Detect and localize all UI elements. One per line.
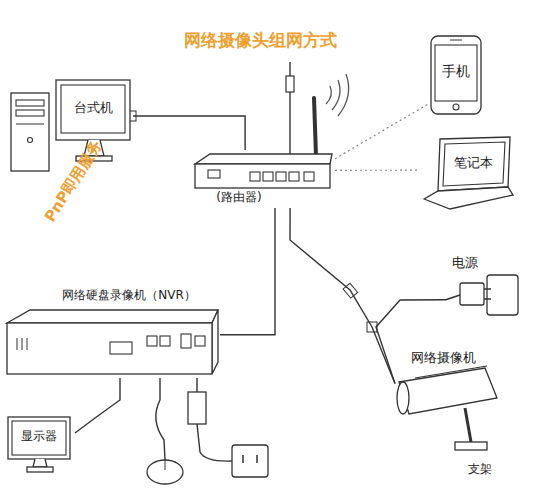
diagram-title: 网络摄像头组网方式	[120, 30, 400, 50]
part-label: 支架	[458, 462, 502, 476]
shape-rect	[460, 283, 484, 305]
shape-svg	[395, 350, 505, 455]
shape-rect	[455, 442, 487, 450]
shape-rect	[276, 172, 286, 181]
power-outlet: 电源	[445, 255, 520, 325]
shape-rect	[12, 421, 66, 455]
node-label: 网络摄像机	[397, 350, 489, 366]
laptop: 笔记本	[420, 135, 515, 215]
shape-path	[438, 137, 510, 191]
shape-rect	[181, 334, 191, 348]
shape-svg	[8, 78, 133, 173]
shape-path	[424, 187, 513, 209]
mobile-phone: 手机	[430, 35, 482, 115]
shape-path	[212, 310, 218, 374]
shape-rect	[286, 76, 294, 92]
shape-line	[445, 295, 460, 300]
shape-ellipse	[397, 382, 409, 414]
shape-path	[197, 424, 232, 461]
shape-line	[17, 338, 18, 350]
wireless-link	[335, 103, 430, 159]
shape-line	[22, 338, 23, 350]
shape-path	[195, 154, 332, 164]
shape-rect	[431, 36, 481, 114]
shape-path	[332, 80, 340, 110]
cable-line	[220, 208, 275, 335]
node-label: (路由器)	[208, 190, 270, 204]
shape-circle	[28, 138, 33, 143]
cable-line	[290, 208, 395, 384]
shape-rect	[195, 164, 330, 188]
shape-ellipse	[147, 460, 183, 484]
shape-rect	[27, 467, 53, 472]
shape-line	[484, 288, 491, 290]
shape-path	[326, 86, 331, 104]
node-label: 网络硬盘录像机（NVR）	[43, 288, 215, 302]
network-camera: 网络摄像机	[395, 350, 505, 455]
shape-path	[415, 366, 487, 378]
shape-rect	[263, 172, 273, 181]
shape-rect	[195, 336, 205, 346]
shape-rect	[7, 323, 212, 374]
shape-path	[338, 74, 349, 116]
shape-path	[399, 368, 497, 414]
shape-svg	[420, 135, 515, 215]
shape-line	[16, 124, 44, 125]
shape-line	[289, 62, 290, 76]
shape-line	[484, 298, 491, 300]
shape-line	[242, 455, 244, 463]
cable-line	[75, 378, 120, 433]
node-label: 手机	[435, 63, 477, 80]
shape-rect	[56, 80, 130, 140]
node-label: 显示器	[11, 429, 67, 443]
shape-line	[450, 40, 462, 41]
shape-line	[165, 460, 166, 470]
shape-svg	[5, 415, 75, 475]
nvr-recorder: 网络硬盘录像机（NVR）	[5, 288, 220, 378]
shape-svg	[190, 150, 335, 208]
shape-rect	[160, 336, 170, 346]
wireless-link	[335, 170, 420, 171]
shape-rect	[289, 172, 299, 181]
shape-path	[156, 378, 165, 460]
shape-path	[7, 310, 218, 323]
shape-rect	[487, 275, 518, 315]
shape-line	[314, 98, 316, 156]
shape-path	[33, 459, 47, 467]
shape-rect	[208, 170, 220, 178]
shape-rect	[232, 445, 268, 477]
node-label: 电源	[445, 255, 485, 271]
desktop-computer: 台式机	[8, 78, 133, 173]
shape-rect	[188, 392, 206, 424]
shape-line	[289, 92, 290, 154]
shape-rect	[16, 110, 44, 116]
node-label: 台式机	[64, 100, 122, 116]
shape-rect	[110, 342, 132, 354]
shape-rect	[11, 93, 49, 171]
shape-path	[443, 142, 505, 186]
shape-rect	[147, 336, 157, 346]
shape-rect	[250, 172, 260, 181]
shape-rect	[304, 172, 314, 181]
router: (路由器)	[190, 150, 335, 208]
shape-line	[196, 378, 197, 392]
shape-rect	[61, 85, 125, 133]
shape-line	[465, 408, 471, 442]
shape-circle	[453, 104, 459, 110]
node-label: 笔记本	[442, 155, 504, 171]
cable-line	[133, 116, 245, 150]
display-monitor: 显示器	[5, 415, 75, 475]
cable-line	[376, 300, 445, 384]
shape-line	[27, 338, 28, 350]
shape-rect	[8, 417, 70, 459]
shape-line	[256, 455, 258, 463]
shape-rect	[16, 100, 44, 106]
shape-rect	[435, 45, 477, 101]
